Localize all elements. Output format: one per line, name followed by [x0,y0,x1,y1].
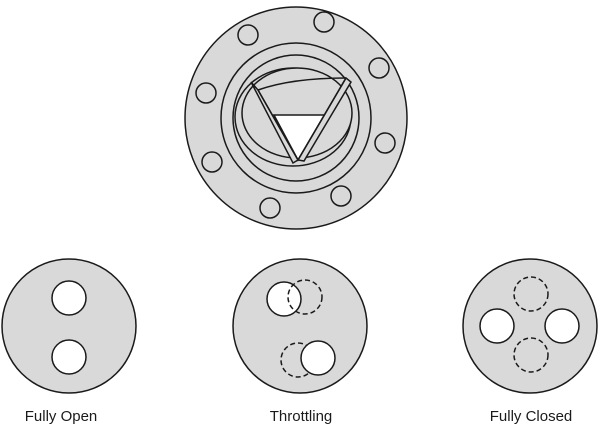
bolt [195,82,217,104]
port-closed-right [544,308,580,344]
port-throttle-top-dashed [287,279,323,315]
label-fully-open: Fully Open [24,408,98,425]
state-fully-closed [462,258,598,394]
disc-fully-open [1,258,137,394]
bolt-ring-outer [220,42,372,194]
bolt [330,185,352,207]
port-closed-left [479,308,515,344]
label-throttling: Throttling [269,408,333,425]
v-notch-face [257,77,347,162]
disc-fully-closed [462,258,598,394]
bolt [368,57,390,79]
bolt [201,151,223,173]
v-notch-top-curve [257,77,347,91]
port-open-top [51,280,87,316]
flange-assembly [184,6,408,230]
port-open-bottom [51,339,87,375]
disc-throttling [232,258,368,394]
port-closed-bottom-dashed [513,337,549,373]
bolt [259,197,281,219]
bolts [195,11,396,219]
bolt [374,132,396,154]
state-fully-open [1,258,137,394]
bolt [237,24,259,46]
port-closed-top-dashed [513,276,549,312]
port-throttle-bottom-solid [300,340,336,376]
state-throttling [232,258,368,394]
v-notch-disc [234,67,353,167]
bolt [313,11,335,33]
bolt-ring-inner [232,54,360,182]
label-fully-closed: Fully Closed [489,408,573,425]
